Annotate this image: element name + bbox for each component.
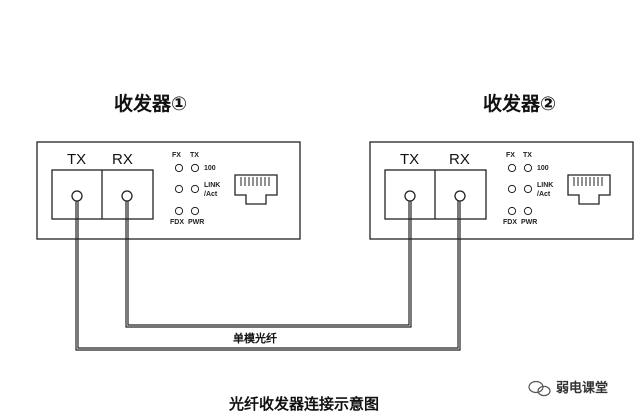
transceiver-1-led: [174, 184, 184, 194]
transceiver-2-title: 收发器②: [483, 92, 556, 115]
transceiver-2-rx-label: RX: [449, 151, 470, 168]
transceiver-2-tx-label: TX: [400, 151, 419, 168]
transceiver-2-led-tx-label: TX: [523, 152, 532, 159]
transceiver-1-led: [174, 206, 184, 216]
transceiver-2-rj45-port-icon: [567, 174, 611, 205]
watermark: 弱电课堂: [528, 380, 608, 397]
transceiver-2-led: [523, 163, 533, 173]
watermark-text: 弱电课堂: [556, 380, 608, 396]
transceiver-1-led-act-label: /Act: [204, 191, 218, 198]
transceiver-2-tx-port: [404, 190, 416, 202]
transceiver-2-led-fdx-label: FDX: [503, 219, 517, 226]
transceiver-1: 收发器① TX RX FX TX 100 LINK /Act FDX PWR: [36, 92, 301, 240]
transceiver-2-led-fx-label: FX: [506, 152, 515, 159]
fiber-cable-rx1-to-tx2: [125, 201, 412, 328]
transceiver-1-led-pwr-label: PWR: [188, 219, 204, 226]
transceiver-1-led: [174, 163, 184, 173]
transceiver-2-led-link-label: LINK: [537, 182, 553, 189]
transceiver-2-led-pwr-label: PWR: [521, 219, 537, 226]
transceiver-2-led: [523, 184, 533, 194]
transceiver-1-tx-label: TX: [67, 151, 86, 168]
transceiver-2-led: [523, 206, 533, 216]
transceiver-1-led-fx-label: FX: [172, 152, 181, 159]
transceiver-1-led: [190, 163, 200, 173]
transceiver-1-led-tx-label: TX: [190, 152, 199, 159]
fiber-type-label: 单模光纤: [233, 331, 277, 345]
diagram-caption: 光纤收发器连接示意图: [228, 395, 379, 413]
transceiver-1-led: [190, 206, 200, 216]
transceiver-1-rx-label: RX: [112, 151, 133, 168]
transceiver-1-rx-port: [121, 190, 133, 202]
transceiver-2-led-speed-label: 100: [537, 165, 549, 172]
transceiver-2-led: [507, 163, 517, 173]
wechat-icon: [528, 380, 551, 397]
transceiver-1-led-speed-label: 100: [204, 165, 216, 172]
fiber-cable-tx1-to-rx2: [75, 201, 461, 351]
transceiver-1-tx-port: [71, 190, 83, 202]
transceiver-1-rj45-port-icon: [234, 174, 278, 205]
transceiver-1-led: [190, 184, 200, 194]
transceiver-2-led: [507, 184, 517, 194]
transceiver-1-led-fdx-label: FDX: [170, 219, 184, 226]
transceiver-2-led-act-label: /Act: [537, 191, 551, 198]
transceiver-2: 收发器② TX RX FX TX 100 LINK /Act FDX PWR: [369, 92, 634, 240]
transceiver-2-led-panel: FX TX 100 LINK /Act FDX PWR: [503, 152, 553, 226]
transceiver-1-led-link-label: LINK: [204, 182, 220, 189]
transceiver-1-led-panel: FX TX 100 LINK /Act FDX PWR: [170, 152, 220, 226]
transceiver-2-rx-port: [454, 190, 466, 202]
fiber-cables: [75, 201, 461, 351]
transceiver-2-led: [507, 206, 517, 216]
transceiver-1-title: 收发器①: [114, 92, 187, 115]
